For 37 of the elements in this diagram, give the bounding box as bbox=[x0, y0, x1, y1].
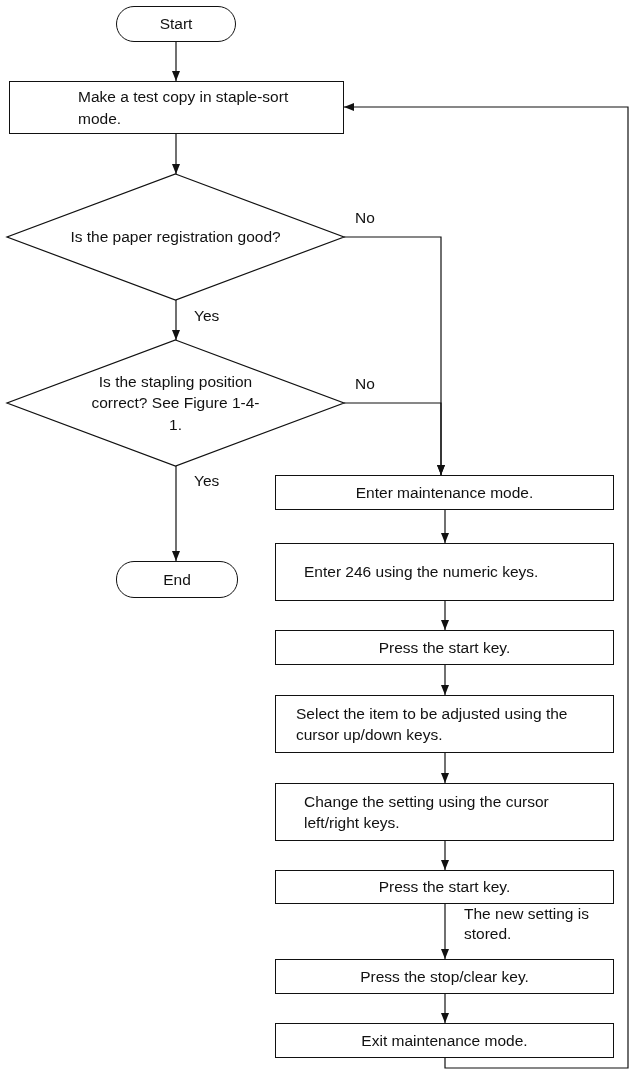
arrow bbox=[441, 664, 449, 696]
process-box bbox=[275, 783, 614, 841]
node-text: Press the start key. bbox=[378, 637, 511, 658]
arrow bbox=[343, 402, 445, 476]
process-box bbox=[275, 1023, 614, 1058]
node-text: Change the setting using the cursor left/right keys. bbox=[304, 791, 550, 833]
node-text: End bbox=[163, 569, 191, 590]
process-box bbox=[9, 81, 344, 134]
arrow bbox=[172, 465, 180, 562]
node-text: Start bbox=[159, 14, 193, 35]
arrow bbox=[172, 41, 180, 82]
node-text: Press the start key. bbox=[378, 877, 511, 898]
arrow bbox=[441, 752, 449, 784]
node-text: Exit maintenance mode. bbox=[361, 1030, 528, 1051]
node-text: Make a test copy in staple-sort mode. bbox=[78, 87, 290, 129]
arrow bbox=[441, 509, 449, 544]
process-box bbox=[275, 475, 614, 510]
terminal-box bbox=[116, 6, 236, 42]
arrow bbox=[441, 993, 449, 1024]
arrow bbox=[172, 299, 180, 341]
node-text: Select the item to be adjusted using the cursor up/down keys. bbox=[296, 703, 569, 745]
arrow bbox=[441, 840, 449, 871]
node-text: Enter 246 using the numeric keys. bbox=[304, 562, 539, 583]
arrow bbox=[441, 903, 449, 960]
process-box bbox=[275, 870, 614, 904]
arrow bbox=[441, 600, 449, 631]
arrow bbox=[172, 133, 180, 175]
node-text: Press the stop/clear key. bbox=[360, 966, 529, 987]
process-box bbox=[275, 543, 614, 601]
process-box bbox=[275, 959, 614, 994]
process-box bbox=[275, 695, 614, 753]
node-text: Is the paper registration good? bbox=[70, 227, 281, 248]
arrow bbox=[343, 103, 629, 1069]
process-box bbox=[275, 630, 614, 665]
node-text: Is the stapling position correct? See Figure 1-4-1. bbox=[90, 371, 261, 435]
node-text: Enter maintenance mode. bbox=[355, 482, 534, 503]
terminal-box bbox=[116, 561, 238, 598]
